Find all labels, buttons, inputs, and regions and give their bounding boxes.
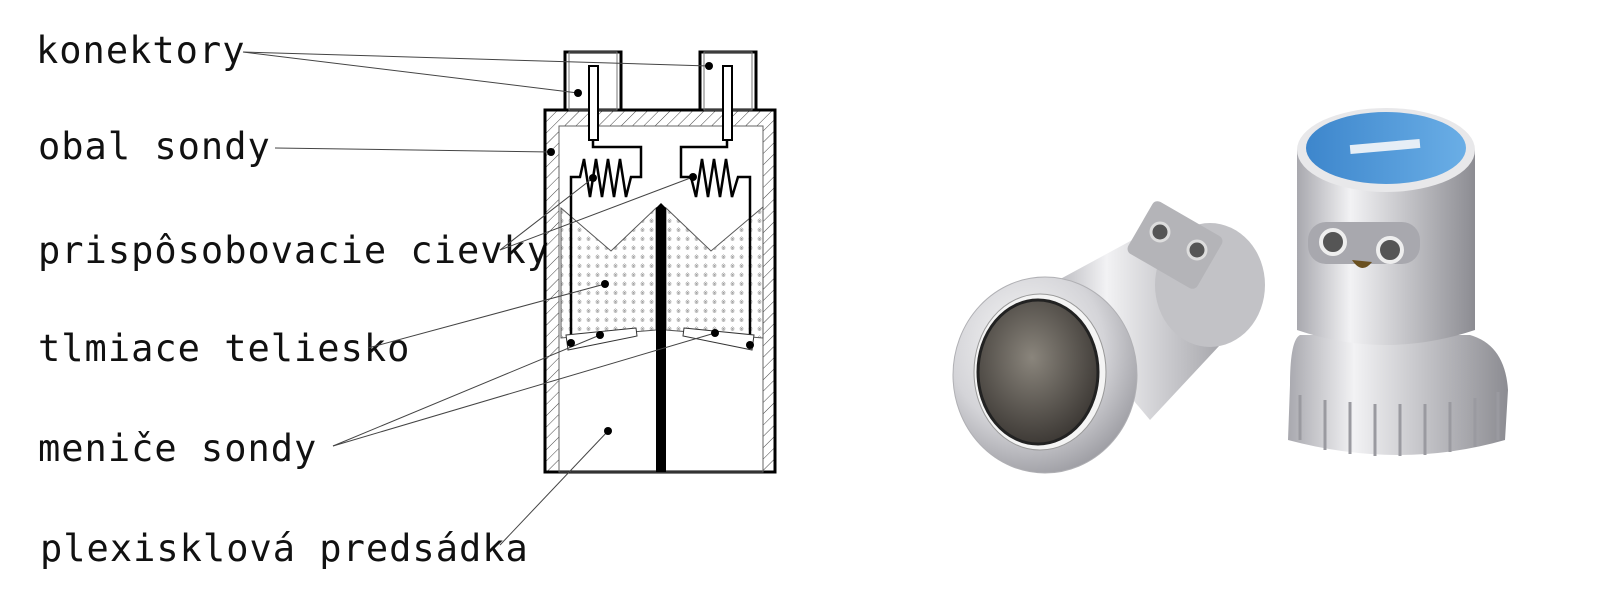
connector-sockets bbox=[1127, 201, 1223, 289]
probe-photo-upright bbox=[1288, 108, 1508, 456]
probe-photo-angled bbox=[952, 201, 1265, 474]
leader-lines bbox=[242, 51, 716, 546]
leader-dots bbox=[547, 62, 754, 435]
label-plexiglass-delay: plexisklová predsádka bbox=[40, 527, 529, 570]
label-transducers: meniče sondy bbox=[38, 427, 318, 470]
label-connectors: konektory bbox=[36, 29, 246, 72]
matching-coils bbox=[569, 140, 752, 343]
acoustic-barrier bbox=[656, 203, 666, 472]
connectors bbox=[563, 50, 758, 141]
label-damping-body: tlmiace teliesko bbox=[38, 327, 411, 370]
transducers bbox=[565, 327, 755, 351]
label-housing: obal sondy bbox=[38, 125, 271, 168]
label-matching-coils: prispôsobovacie cievky bbox=[38, 229, 551, 272]
